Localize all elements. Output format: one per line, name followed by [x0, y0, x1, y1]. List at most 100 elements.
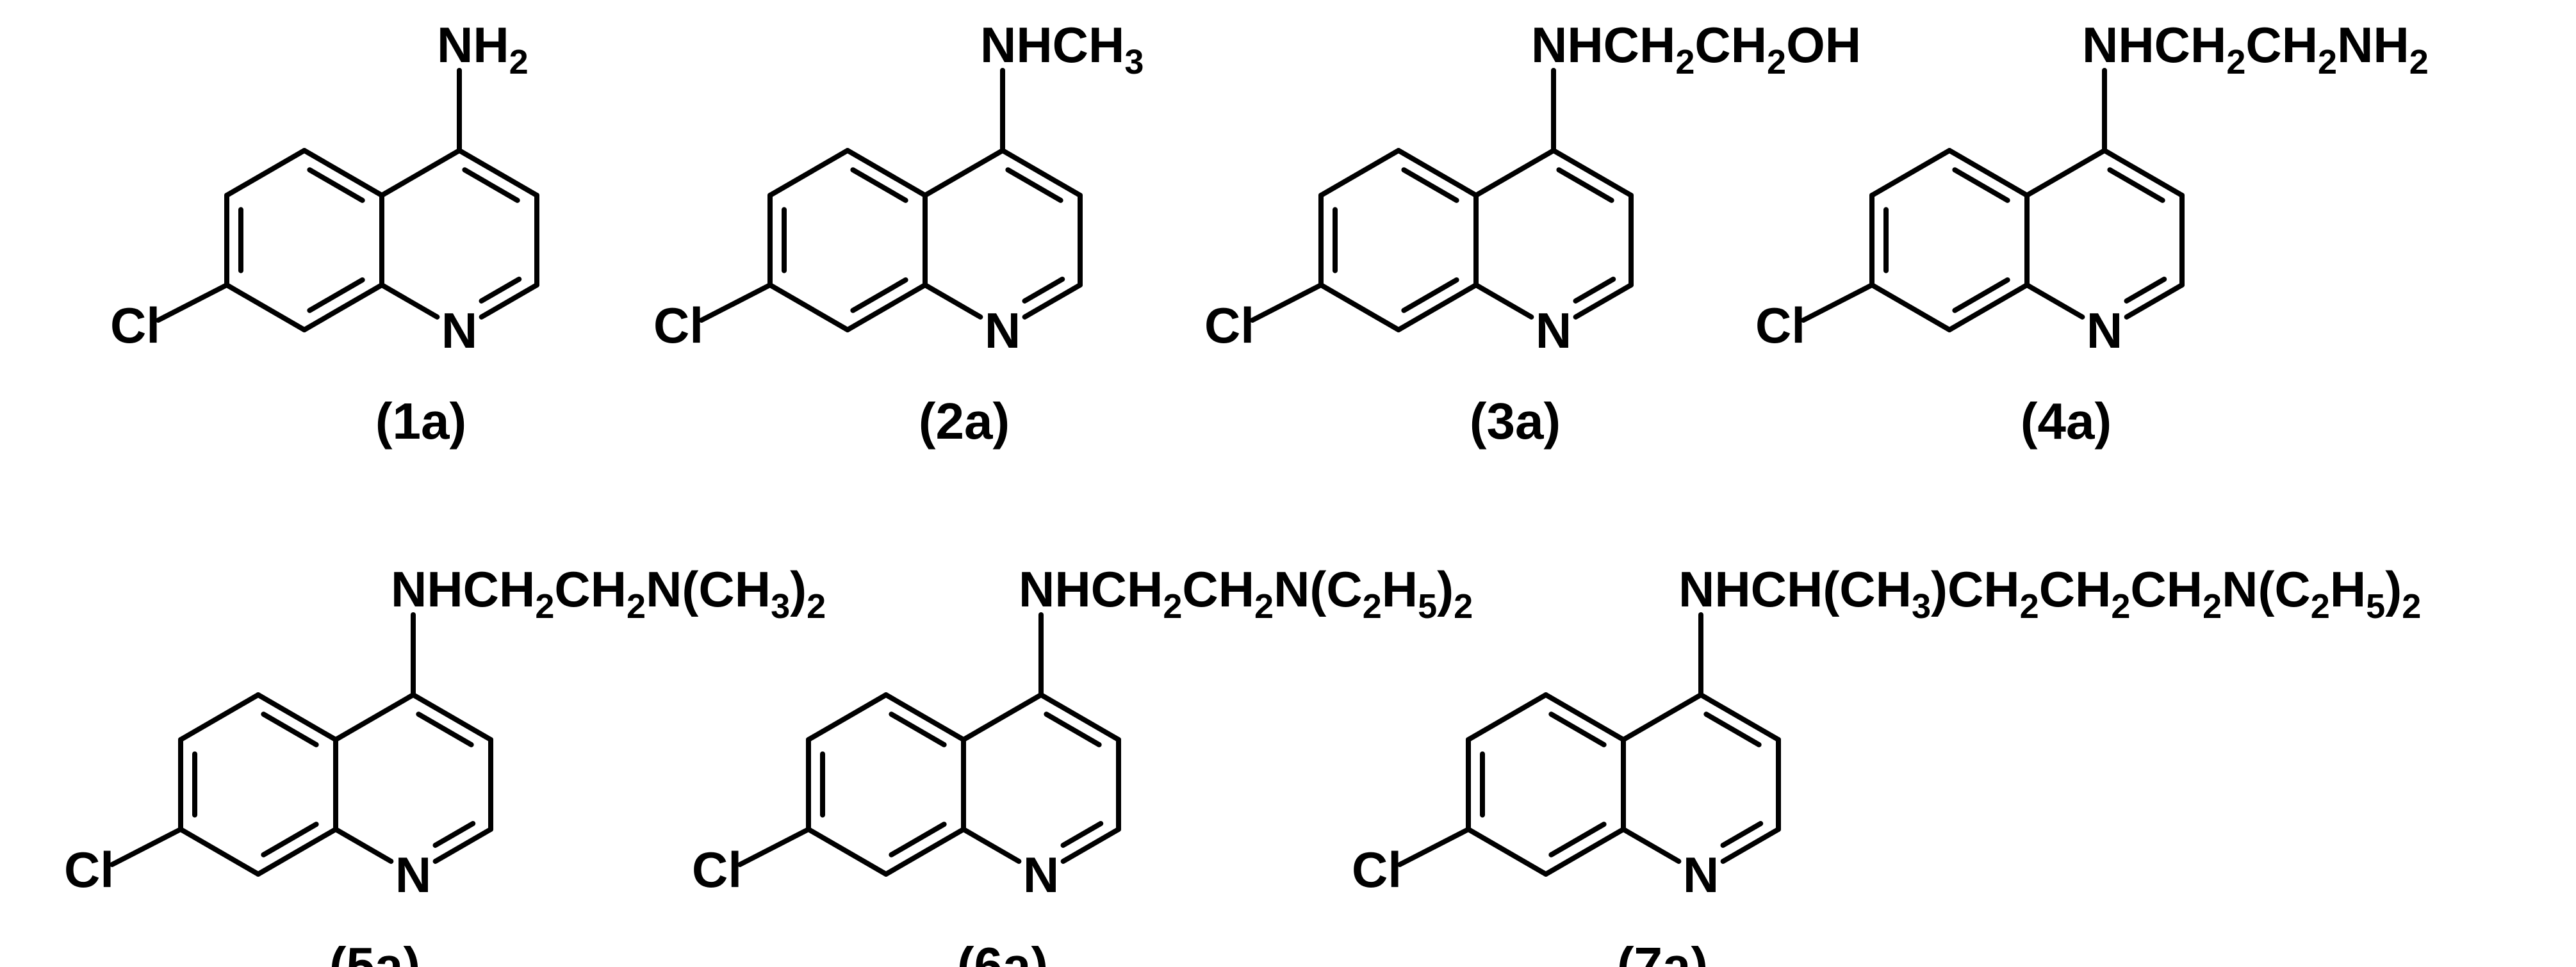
chloro-bond: [1801, 282, 1875, 323]
bond: [845, 148, 928, 198]
bond: [178, 692, 261, 742]
chlorine-label: Cl: [64, 841, 114, 898]
formula-subscript: 2: [1454, 587, 1473, 626]
double-bond: [2124, 276, 2167, 304]
formula-text: CH: [1694, 17, 1767, 73]
formula-text: N(C: [1274, 561, 1363, 617]
chloro-bond: [110, 827, 183, 867]
double-bond: [1703, 711, 1762, 747]
formula-subscript: 3: [1124, 43, 1144, 81]
double-bond: [1556, 167, 1614, 203]
bond: [1947, 148, 2030, 198]
bond: [1543, 827, 1626, 877]
bond: [2024, 282, 2085, 320]
compound-label: (1a): [375, 393, 466, 450]
formula-subscript: 2: [2311, 587, 2330, 626]
bond: [333, 692, 416, 742]
bond: [1466, 827, 1548, 877]
compound-label: (6a): [957, 937, 1048, 967]
formula-text: ): [2385, 561, 2402, 617]
bond: [1947, 282, 2030, 332]
bond: [923, 282, 983, 320]
chlorine-label: Cl: [653, 297, 703, 353]
bond: [961, 692, 1044, 742]
bond: [479, 282, 539, 320]
formula-text: NHCH: [391, 561, 535, 617]
chlorine-label: Cl: [1352, 841, 1402, 898]
bond: [767, 148, 850, 198]
compound-label: (4a): [2021, 393, 2112, 450]
bond: [333, 827, 394, 864]
bond: [256, 692, 338, 742]
bond: [1621, 692, 1703, 742]
double-bond: [1548, 822, 1607, 857]
formula-subscript: 2: [535, 587, 554, 626]
side-chain-formula: NH2: [437, 17, 529, 81]
ring-nitrogen-label: N: [2087, 302, 2122, 359]
formula-text: NHCH: [1531, 17, 1675, 73]
formula-subscript: 2: [1254, 587, 1274, 626]
double-bond: [462, 167, 520, 203]
bond: [1720, 827, 1781, 864]
bond: [845, 282, 928, 332]
formula-subscript: 2: [627, 587, 646, 626]
formula-subscript: 2: [1163, 587, 1182, 626]
bond: [961, 827, 1022, 864]
double-bond: [479, 276, 522, 304]
bond: [178, 827, 261, 877]
bond: [2124, 282, 2185, 320]
ring-nitrogen-label: N: [1536, 302, 1571, 359]
bond: [1573, 282, 1634, 320]
side-chain-formula: NHCH2CH2OH: [1531, 17, 1861, 81]
bond: [1698, 692, 1781, 742]
ring-nitrogen-label: N: [395, 847, 431, 903]
side-chain-formula: NHCH(CH3)CH2CH2CH2N(C2H5)2: [1678, 561, 2421, 626]
formula-subscript: 2: [2203, 587, 2222, 626]
ring-nitrogen-label: N: [985, 302, 1021, 359]
bond: [883, 692, 966, 742]
double-bond: [850, 277, 908, 313]
double-bond: [889, 711, 947, 747]
bond: [302, 282, 384, 332]
bond: [923, 148, 1005, 198]
ring-nitrogen-label: N: [1683, 847, 1719, 903]
bond: [767, 282, 850, 332]
bond: [1396, 148, 1479, 198]
chloro-bond: [156, 282, 229, 323]
side-chain-formula: NHCH2CH2N(C2H5)2: [1019, 561, 1473, 626]
double-bond: [261, 822, 319, 857]
formula-text: NHCH: [2082, 17, 2226, 73]
bond: [379, 282, 440, 320]
formula-text: OH: [1786, 17, 1861, 73]
double-bond: [1044, 711, 1102, 747]
bond: [806, 692, 889, 742]
formula-text: CH: [2245, 17, 2318, 73]
double-bond: [261, 711, 319, 747]
side-chain-formula: NHCH2CH2NH2: [2082, 17, 2429, 81]
bond: [457, 148, 539, 198]
chlorine-label: Cl: [1755, 297, 1805, 353]
formula-text: H: [1382, 561, 1418, 617]
formula-subscript: 2: [2402, 587, 2421, 626]
chlorine-label: Cl: [1204, 297, 1254, 353]
double-bond: [1401, 277, 1459, 313]
chloro-bond: [1250, 282, 1324, 323]
formula-subscript: 2: [1363, 587, 1382, 626]
bond: [1551, 148, 1634, 198]
bond: [1869, 148, 1952, 198]
formula-text: N(CH: [646, 561, 771, 617]
formula-subscript: 2: [2226, 43, 2245, 81]
bond: [1473, 148, 1556, 198]
formula-subscript: 3: [1912, 587, 1931, 626]
double-bond: [1005, 167, 1063, 203]
double-bond: [307, 277, 365, 313]
side-chain-formula: NHCH2CH2N(CH3)2: [391, 561, 826, 626]
formula-text: H: [2330, 561, 2366, 617]
bond: [432, 827, 493, 864]
formula-text: N(C: [2222, 561, 2311, 617]
